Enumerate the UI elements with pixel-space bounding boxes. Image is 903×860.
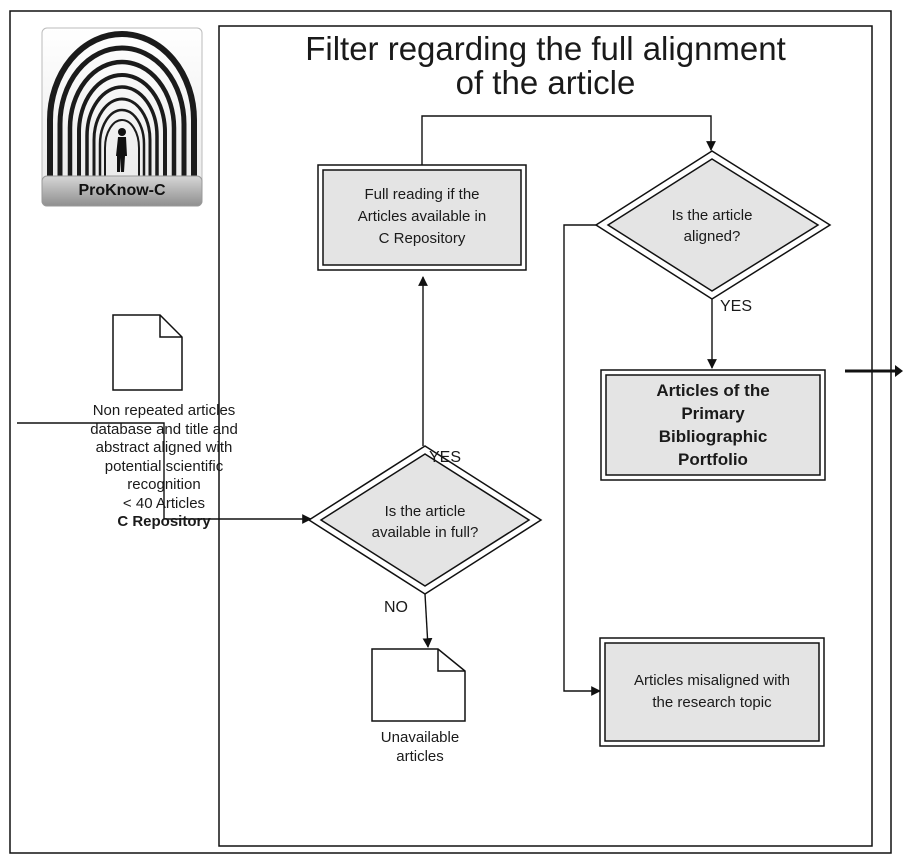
misaligned-line: the research topic [652, 694, 772, 711]
logo-label: ProKnow-C [78, 182, 166, 199]
full-reading-box-label: Full reading if the Articles available i… [323, 184, 521, 250]
full-reading-box-inner [322, 169, 522, 266]
portfolio-line: Primary [681, 404, 745, 423]
decision-available-yes-label: YES [428, 449, 461, 466]
input-document-fold [159, 315, 182, 338]
decision-aligned-line: Is the article [671, 207, 753, 224]
decision-available-label: Is the article available in full? [345, 501, 505, 543]
decision-available-line: Is the article [384, 503, 466, 520]
connector-reading-to-aligned [421, 115, 716, 165]
portfolio-box-label: Articles of the Primary Bibliographic Po… [606, 379, 820, 471]
decision-available-no-label: NO [384, 599, 408, 616]
misaligned-box-inner [604, 642, 820, 742]
misaligned-box-label: Articles misaligned with the research to… [605, 670, 819, 714]
input-document-line: database and title and [90, 420, 238, 438]
input-document-label: Non repeated articles database and title… [44, 402, 284, 532]
full-reading-line: Full reading if the [364, 186, 480, 203]
portfolio-line: Portfolio [678, 450, 748, 469]
diagram-title: Filter regarding the full alignment of t… [219, 32, 872, 100]
input-document-line: potential scientific [104, 457, 224, 475]
full-reading-line: Articles available in [357, 208, 487, 225]
decision-aligned-yes-label: YES [719, 298, 752, 315]
input-document-line: < 40 Articles [122, 494, 206, 512]
unavailable-line: Unavailable [380, 729, 460, 746]
output-arrow-head [895, 365, 903, 377]
process-frame [218, 25, 873, 847]
connector-no-to-unavailable [422, 593, 433, 648]
input-document-line: recognition [127, 476, 201, 493]
decision-aligned-label: Is the article aligned? [632, 205, 792, 247]
decision-available-line: available in full? [371, 524, 479, 541]
decision-aligned-inner [606, 158, 820, 292]
unavailable-line: articles [396, 747, 444, 765]
proknow-c-logo [41, 27, 203, 207]
connector-no-to-misaligned [563, 224, 601, 696]
misaligned-line: Articles misaligned with [634, 672, 790, 689]
title-line-2: of the article [455, 64, 636, 101]
portfolio-box-inner [605, 374, 821, 476]
unavailable-document-label: Unavailable articles [360, 729, 480, 766]
full-reading-line: C Repository [378, 230, 466, 247]
portfolio-line: Articles of the [656, 381, 770, 400]
title-line-1: Filter regarding the full alignment [305, 30, 786, 67]
connector-input-to-decision [17, 422, 312, 524]
input-document-line: abstract aligned with [95, 439, 233, 456]
input-document-shape [112, 314, 183, 391]
input-document-bold-line: C Repository [117, 513, 211, 530]
outer-frame [9, 10, 892, 854]
decision-available-inner [319, 453, 531, 587]
unavailable-document-shape [371, 648, 466, 722]
unavailable-document-fold [437, 649, 465, 672]
input-document-line: Non repeated articles [92, 402, 236, 419]
decision-aligned-line: aligned? [683, 228, 741, 245]
portfolio-line: Bibliographic [658, 427, 768, 446]
